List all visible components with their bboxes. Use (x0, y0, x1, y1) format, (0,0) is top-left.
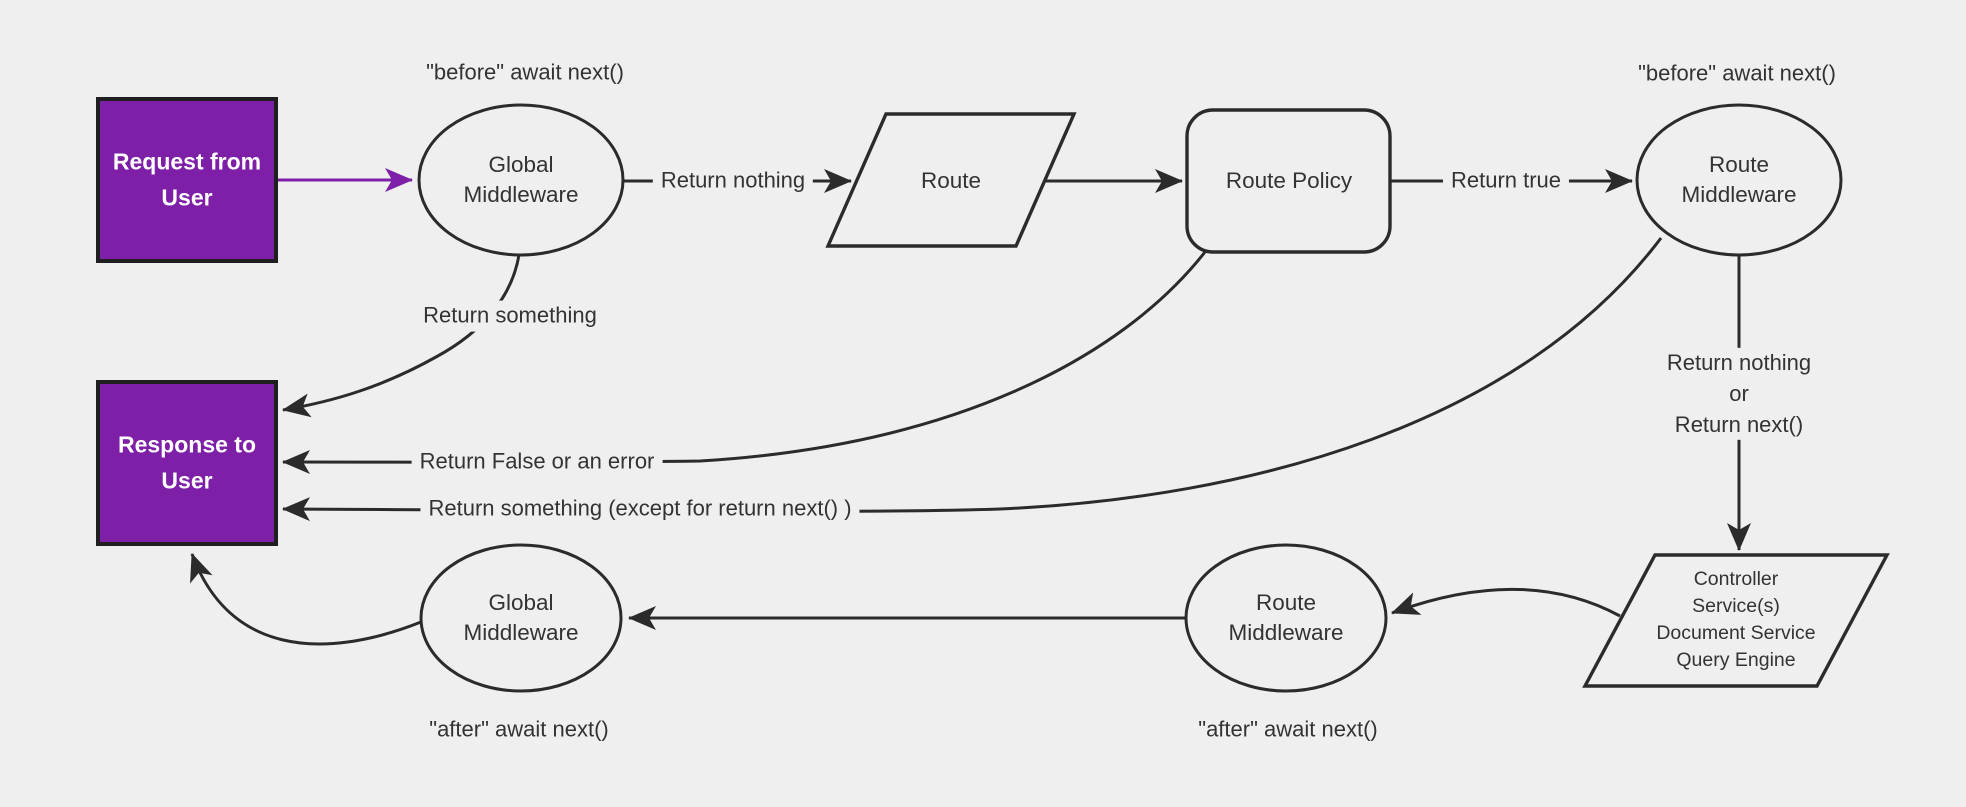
edges (190, 168, 1751, 646)
request-from-user-node (96, 97, 278, 263)
route-middleware-bottom-node (1184, 543, 1388, 693)
route-middleware-top-node (1635, 103, 1843, 257)
global-middleware-bottom-node (419, 543, 623, 693)
response-to-user-node (96, 380, 278, 546)
route-policy-node (1185, 108, 1392, 254)
nodes (96, 97, 1890, 693)
edge-global-middleware-to-response (190, 553, 422, 646)
controller-node (1582, 553, 1890, 688)
edge-route-policy-return-false (282, 251, 1207, 475)
edge-controller-to-route-middleware-bottom (1391, 587, 1621, 618)
edge-route-middleware-return-something-except (282, 237, 1663, 522)
edge-global-middleware-return-something (282, 254, 521, 418)
route-node (825, 112, 1077, 248)
global-middleware-top-node (417, 103, 625, 257)
